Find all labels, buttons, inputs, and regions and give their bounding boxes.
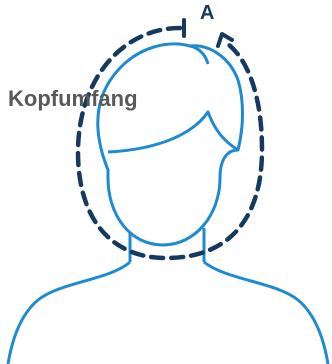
head-outline (96, 42, 244, 247)
circumference-dashed-ellipse (75, 25, 265, 261)
shoulder-right-line (203, 260, 330, 364)
measurement-label: Kopfumfang (8, 86, 138, 111)
shoulder-left-line (6, 260, 132, 364)
hair-fringe-line (107, 110, 239, 154)
start-point-label: A (200, 2, 215, 24)
arrow-head-icon (216, 32, 234, 48)
hair-top-curve (189, 44, 210, 65)
